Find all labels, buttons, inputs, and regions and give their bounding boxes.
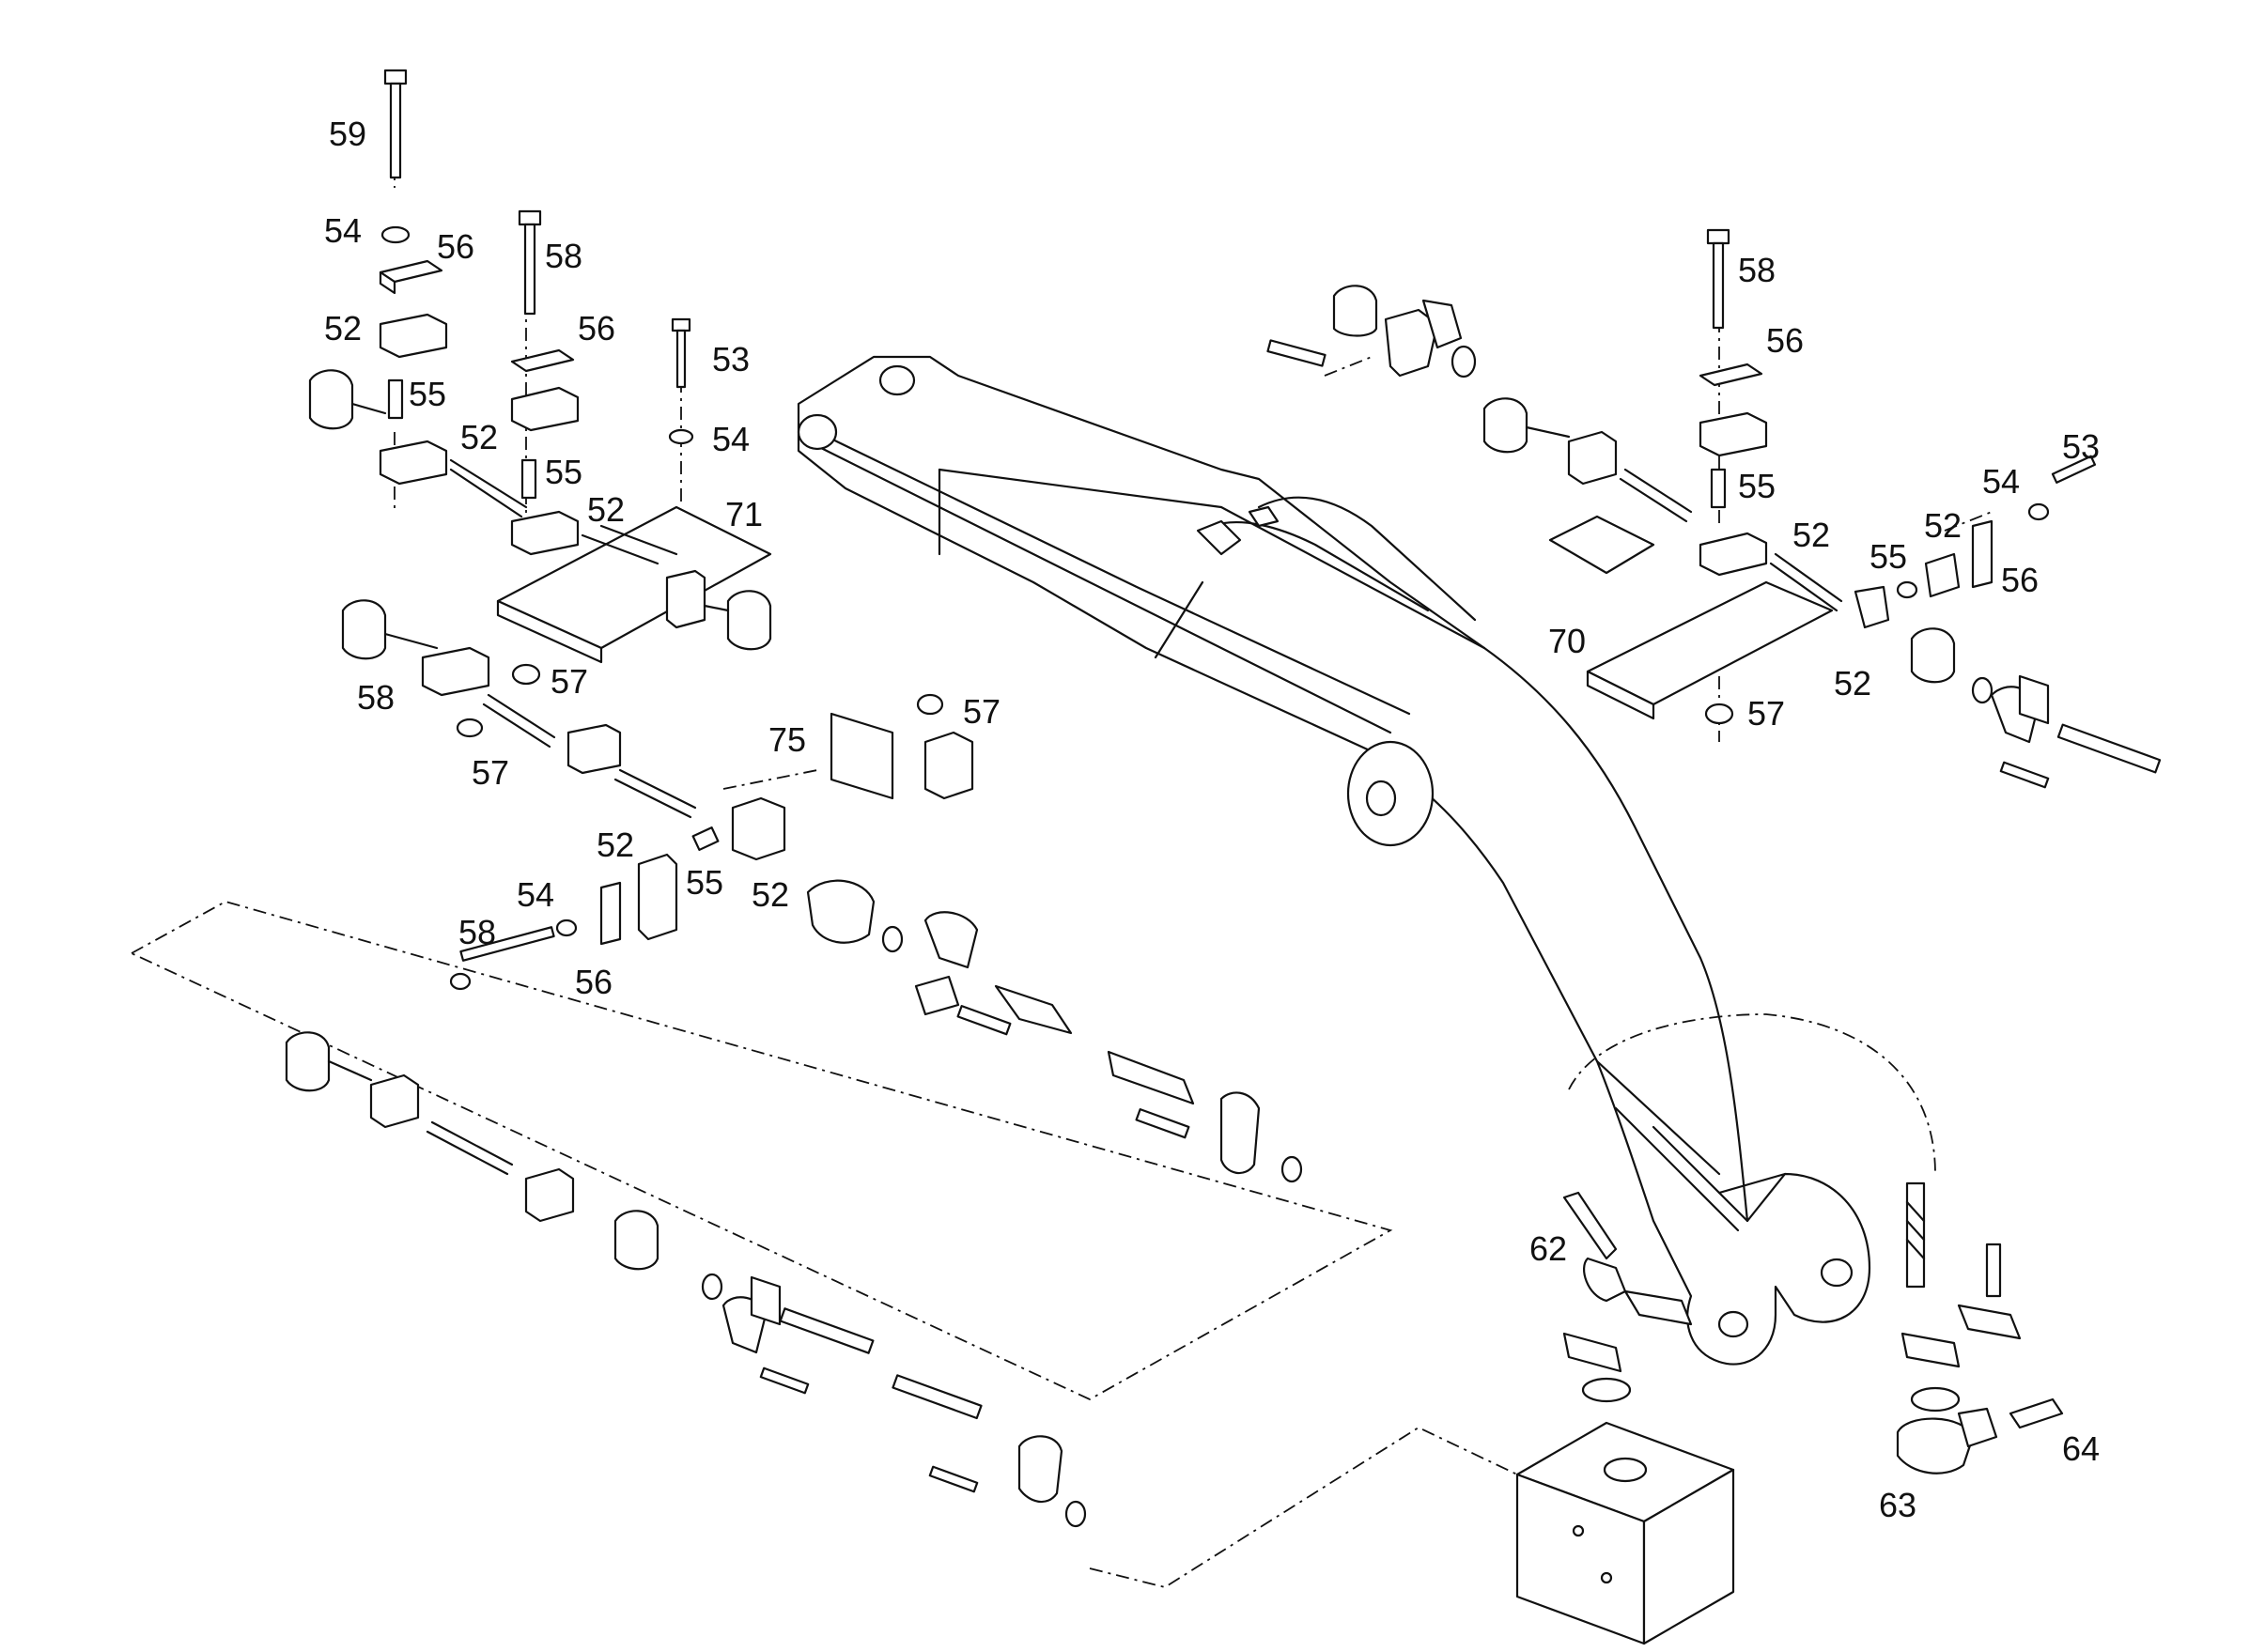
callout-62: 62 (1529, 1229, 1567, 1268)
callout-54: 54 (324, 211, 362, 250)
callout-57: 57 (472, 753, 509, 792)
boom-arm (797, 355, 1871, 1366)
lower-hose-assembly (285, 1031, 1087, 1528)
callout-56: 56 (578, 309, 615, 347)
callout-52: 52 (752, 875, 789, 914)
callout-52: 52 (1792, 516, 1830, 554)
left-middle-clamp-assembly (449, 693, 1303, 1183)
right-upper-clamp-assembly (1266, 228, 2162, 789)
callout-56: 56 (437, 227, 474, 266)
callout-54: 54 (1982, 462, 2020, 501)
callout-52: 52 (597, 826, 634, 864)
callout-75: 75 (768, 720, 806, 759)
callout-labels: 59 54 56 52 55 58 56 53 54 52 55 52 71 5… (324, 115, 2100, 1524)
callout-56: 56 (1766, 321, 1804, 360)
callout-52: 52 (1924, 506, 1962, 545)
callout-53: 53 (2062, 427, 2100, 466)
callout-58: 58 (458, 913, 496, 951)
callout-58: 58 (1738, 251, 1776, 289)
callout-58: 58 (357, 678, 395, 717)
callout-55: 55 (545, 453, 582, 491)
callout-52: 52 (324, 309, 362, 347)
callout-71: 71 (725, 495, 763, 533)
callout-54: 54 (712, 420, 750, 458)
callout-53: 53 (712, 340, 750, 378)
callout-52: 52 (460, 418, 498, 456)
left-upper-clamp-assembly (308, 69, 772, 749)
callout-56: 56 (575, 963, 613, 1001)
callout-59: 59 (329, 115, 366, 153)
callout-55: 55 (1869, 537, 1907, 576)
callout-52: 52 (1834, 664, 1871, 702)
callout-56: 56 (2001, 561, 2039, 599)
callout-57: 57 (551, 662, 588, 701)
callout-58: 58 (545, 237, 582, 275)
callout-54: 54 (517, 875, 554, 914)
callout-70: 70 (1548, 622, 1586, 660)
callout-57: 57 (1747, 694, 1785, 733)
callout-55: 55 (1738, 467, 1776, 505)
valve-block (1515, 1421, 1735, 1645)
lower-right-fittings (1562, 1181, 2064, 1474)
callout-57: 57 (963, 692, 1001, 731)
callout-63: 63 (1879, 1486, 1916, 1524)
callout-55: 55 (686, 863, 723, 902)
callout-55: 55 (409, 375, 446, 413)
callout-52: 52 (587, 490, 625, 529)
callout-64: 64 (2062, 1429, 2100, 1468)
